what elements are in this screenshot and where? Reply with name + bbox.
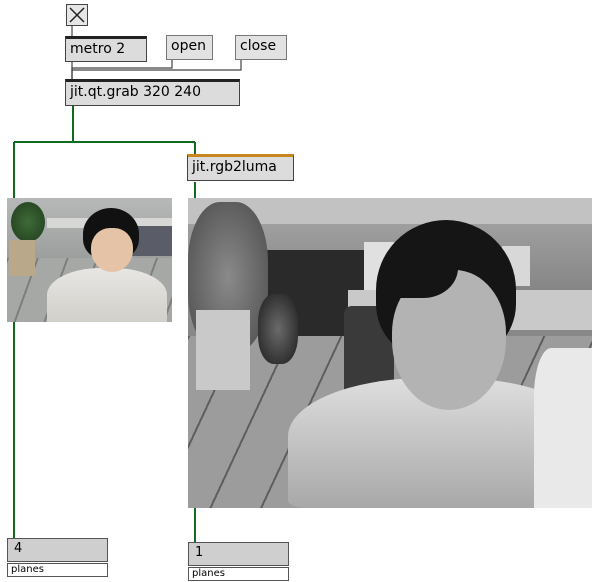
toggle-x-icon [69, 7, 85, 23]
left-planes-value: 4 [14, 541, 23, 556]
gray-small-plant [258, 294, 298, 364]
left-planes-number[interactable]: 4 [7, 538, 108, 562]
close-label: close [240, 38, 277, 54]
right-planes-value: 1 [195, 545, 204, 560]
video-pot [9, 240, 35, 276]
metro-label: metro 2 [70, 41, 126, 57]
gray-pot [196, 310, 250, 390]
left-planes-comment: planes [7, 563, 108, 577]
close-message[interactable]: close [235, 35, 287, 60]
open-message[interactable]: open [166, 35, 213, 60]
right-planes-number[interactable]: 1 [188, 542, 289, 566]
video-face [91, 228, 133, 272]
grab-label: jit.qt.grab 320 240 [70, 84, 201, 100]
gray-right-shoulder [534, 348, 592, 508]
luma-video-display[interactable] [188, 198, 592, 508]
right-planes-comment: planes [188, 567, 289, 581]
jit-qt-grab-object[interactable]: jit.qt.grab 320 240 [65, 79, 240, 106]
toggle-button[interactable] [66, 4, 88, 26]
color-video-display[interactable] [7, 198, 172, 322]
metro-object[interactable]: metro 2 [65, 36, 147, 62]
cord-close-grab [71, 60, 242, 80]
video-hoodie [47, 268, 167, 322]
rgb2luma-label: jit.rgb2luma [192, 159, 277, 175]
video-plant [11, 202, 45, 242]
gray-bangs [388, 238, 458, 298]
jit-rgb2luma-object[interactable]: jit.rgb2luma [187, 154, 294, 181]
left-planes-label: planes [11, 564, 44, 575]
right-planes-label: planes [192, 568, 225, 579]
open-label: open [171, 38, 206, 54]
